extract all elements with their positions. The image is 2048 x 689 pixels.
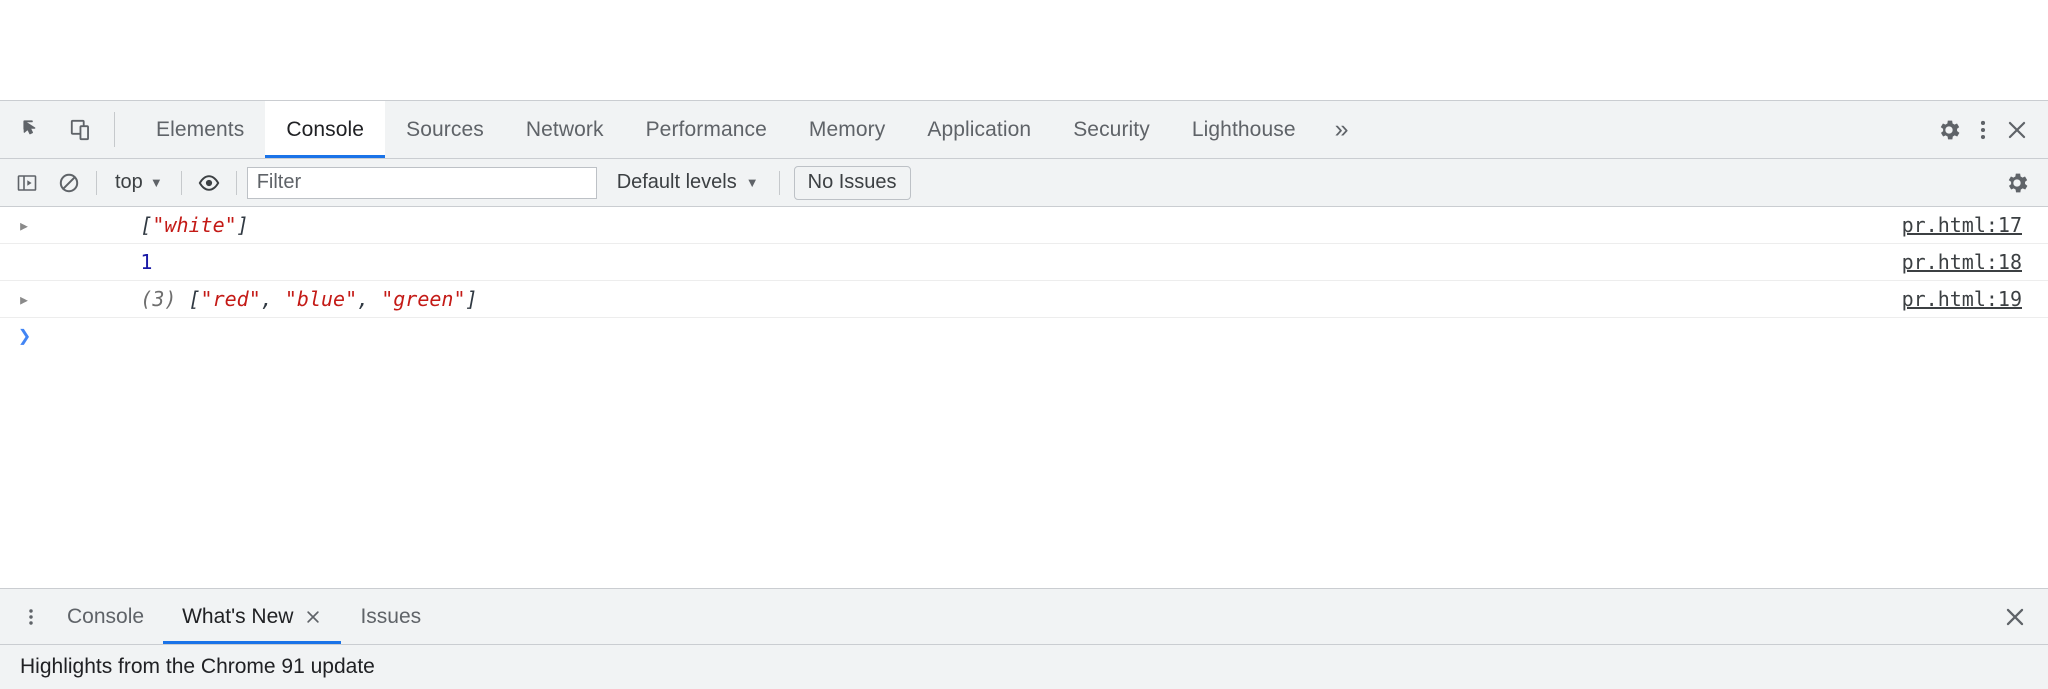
tab-label: Application [927,117,1032,141]
devtools-main-tabbar: Elements Console Sources Network Perform… [0,101,2048,159]
console-message-row[interactable]: ▸ 1 pr.html:18 [0,244,2048,281]
drawer-tab-issues[interactable]: Issues [341,589,440,644]
drawer-tab-label: Console [67,604,145,628]
tab-security[interactable]: Security [1052,101,1171,158]
tab-sources[interactable]: Sources [385,101,505,158]
tab-label: Lighthouse [1191,117,1296,141]
console-message-text: 1 [44,226,1902,298]
tab-label: Network [525,117,604,141]
more-tabs-label: » [1334,115,1349,143]
tab-label: Elements [156,117,245,141]
token: "white" [152,213,237,237]
inspect-element-icon[interactable] [16,113,50,147]
clear-console-icon[interactable] [52,166,86,200]
tab-label: Security [1073,117,1150,141]
chevron-down-icon: ▼ [149,175,163,190]
tab-label: Memory [808,117,886,141]
token: , [357,287,382,311]
issues-button[interactable]: No Issues [793,165,911,200]
close-icon[interactable] [1998,600,2032,634]
close-icon[interactable] [304,608,322,626]
devtools-left-icons [0,101,98,158]
console-prompt-row[interactable]: ❯ [0,318,2048,356]
kebab-menu-icon[interactable] [14,589,48,644]
token: "red" [200,287,261,311]
whats-new-content: Highlights from the Chrome 91 update [0,645,2048,689]
toolbar-divider [235,170,237,195]
gear-icon[interactable] [1932,113,1966,147]
source-link[interactable]: pr.html:17 [1901,213,2022,237]
tab-label: Console [286,117,365,141]
tab-label: Sources [406,117,484,141]
tab-elements[interactable]: Elements [135,101,265,158]
tab-lighthouse[interactable]: Lighthouse [1171,101,1317,158]
prompt-chevron-icon: ❯ [18,324,32,349]
kebab-menu-icon[interactable] [1966,113,2000,147]
tab-console[interactable]: Console [265,101,386,158]
more-tabs-icon[interactable]: » [1317,101,1367,158]
token: "green" [381,287,466,311]
console-settings-group [2000,166,2048,200]
tab-network[interactable]: Network [505,101,625,158]
whats-new-title: Highlights from the Chrome 91 update [20,655,375,678]
token: (3) [140,287,189,311]
execution-context-selector[interactable]: top ▼ [107,171,171,194]
execution-context-label: top [115,171,143,193]
token: 1 [140,250,153,274]
console-toolbar: top ▼ Default levels ▼ No Issues [0,159,2048,207]
devtools-right-icons [1899,101,2048,158]
expand-arrow-icon[interactable]: ▸ [18,287,31,311]
device-toolbar-icon[interactable] [64,113,98,147]
console-message-row[interactable]: ▸ ["white"] pr.html:17 [0,207,2048,244]
token: [ [140,213,153,237]
console-message-row[interactable]: ▸ (3) ["red", "blue", "green"] pr.html:1… [0,281,2048,318]
log-levels-label: Default levels [616,171,737,193]
tab-memory[interactable]: Memory [788,101,906,158]
console-message-text: ["white"] [44,207,1902,261]
chevron-down-icon: ▼ [745,175,759,190]
console-filter-input[interactable] [246,166,597,199]
token: ] [465,287,478,311]
console-sidebar-icon[interactable] [10,166,44,200]
expand-arrow-icon[interactable]: ▸ [18,213,31,237]
devtools-panel: Elements Console Sources Network Perform… [0,100,2048,689]
toolbar-divider [180,170,182,195]
drawer-tab-whats-new[interactable]: What's New [163,589,342,644]
drawer-right-icons [1998,589,2048,644]
source-link[interactable]: pr.html:19 [1901,287,2022,311]
drawer-tab-label: What's New [182,604,294,628]
devtools-tab-list: Elements Console Sources Network Perform… [135,101,1367,158]
token: , [260,287,285,311]
token: ] [236,213,249,237]
live-expression-eye-icon[interactable] [192,166,226,200]
token: [ [188,287,201,311]
gear-icon[interactable] [2000,166,2034,200]
tab-application[interactable]: Application [906,101,1052,158]
toolbar-divider [114,112,115,147]
console-message-list[interactable]: ▸ ["white"] pr.html:17 ▸ 1 pr.html:18 ▸ … [0,207,2048,588]
token: "blue" [284,287,358,311]
toolbar-divider [96,170,97,195]
tab-label: Performance [645,117,767,141]
inspected-page-area [0,0,2048,100]
drawer-tab-label: Issues [360,604,422,628]
log-levels-selector[interactable]: Default levels ▼ [611,171,765,194]
devtools-drawer: Console What's New Issues [0,588,2048,689]
close-icon[interactable] [2000,113,2034,147]
source-link[interactable]: pr.html:18 [1901,250,2022,274]
issues-label: No Issues [807,170,897,193]
drawer-tab-console[interactable]: Console [48,589,163,644]
drawer-tabbar: Console What's New Issues [0,589,2048,645]
tab-performance[interactable]: Performance [625,101,788,158]
console-message-text: (3) ["red", "blue", "green"] [44,263,1902,335]
toolbar-divider [778,170,780,195]
